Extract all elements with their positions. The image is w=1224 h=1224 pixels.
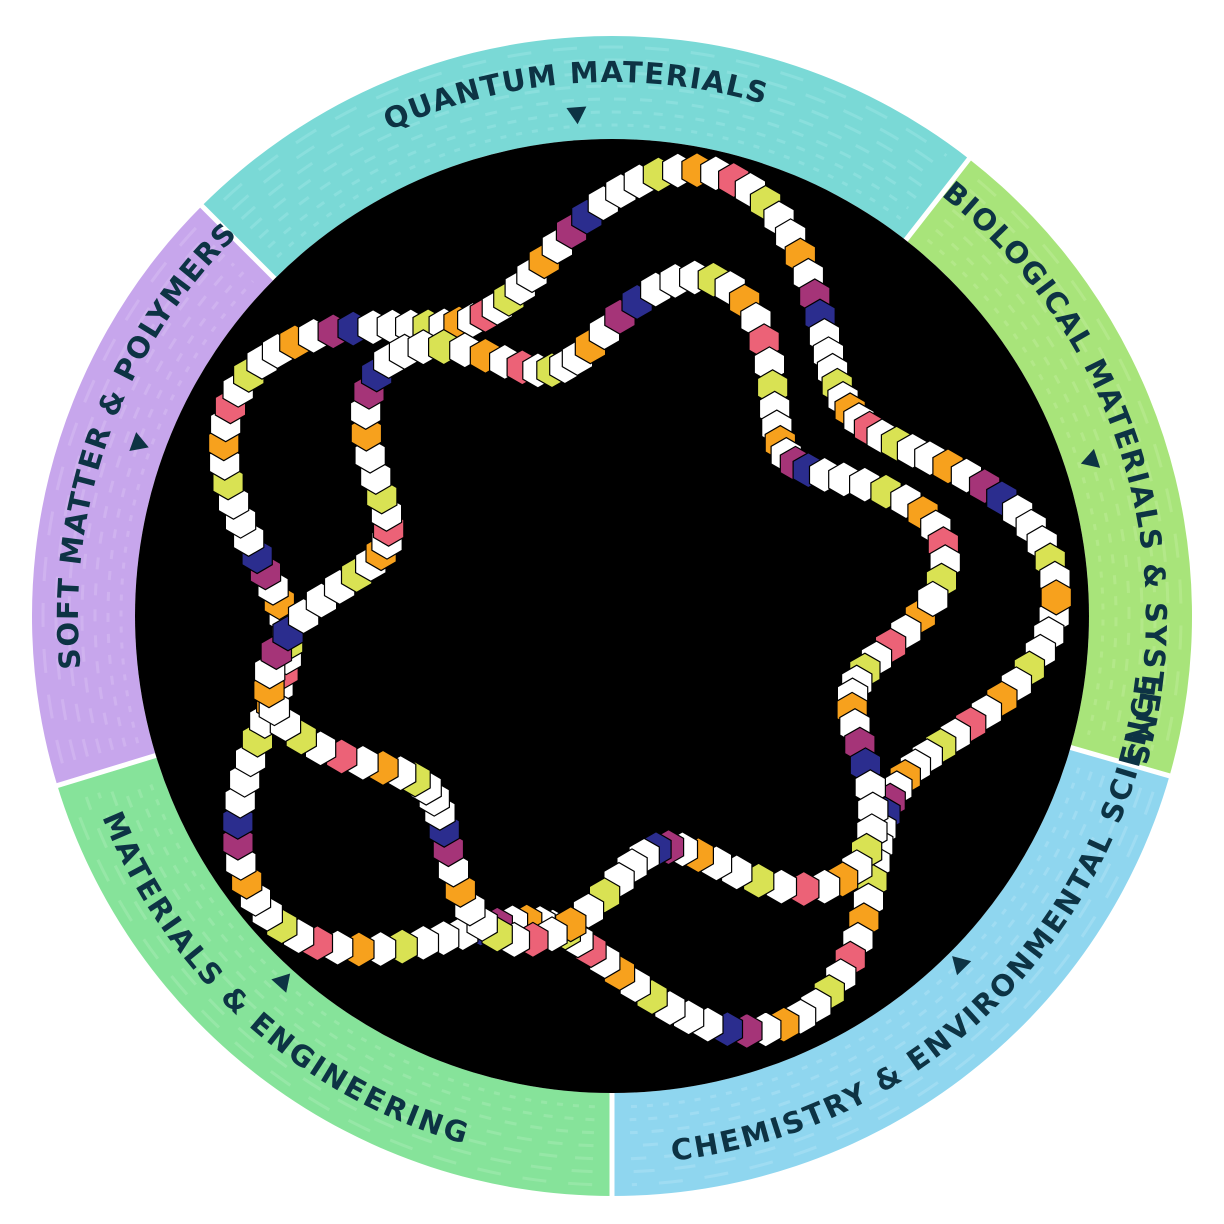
arrow-soft-icon (129, 432, 149, 451)
segment-texture-chemistry (629, 767, 1155, 1187)
hexagon-cell (1040, 579, 1072, 616)
segment-chemistry[interactable] (612, 747, 1170, 1196)
segment-soft[interactable] (32, 205, 275, 786)
segment-texture-materials (72, 775, 595, 1187)
arrow-quantum-icon (566, 106, 587, 125)
segment-divider (1067, 744, 1173, 779)
arrow-chemistry-icon (952, 956, 972, 976)
segment-divider (198, 202, 278, 282)
segment-materials[interactable] (57, 755, 612, 1196)
segment-texture-soft (41, 226, 255, 764)
segment-divider (902, 155, 973, 244)
arrow-materials-icon (271, 973, 291, 993)
segment-texture-quantum (222, 45, 948, 259)
segment-divider (54, 752, 159, 789)
segment-quantum[interactable] (201, 36, 970, 279)
arrow-biological-icon (1080, 448, 1101, 468)
dividers-layer (54, 155, 1173, 1198)
hexagon-chains (208, 152, 1072, 1050)
segment-biological[interactable] (905, 158, 1192, 776)
hexagon-cell (917, 580, 949, 618)
segments-layer (32, 36, 1192, 1196)
